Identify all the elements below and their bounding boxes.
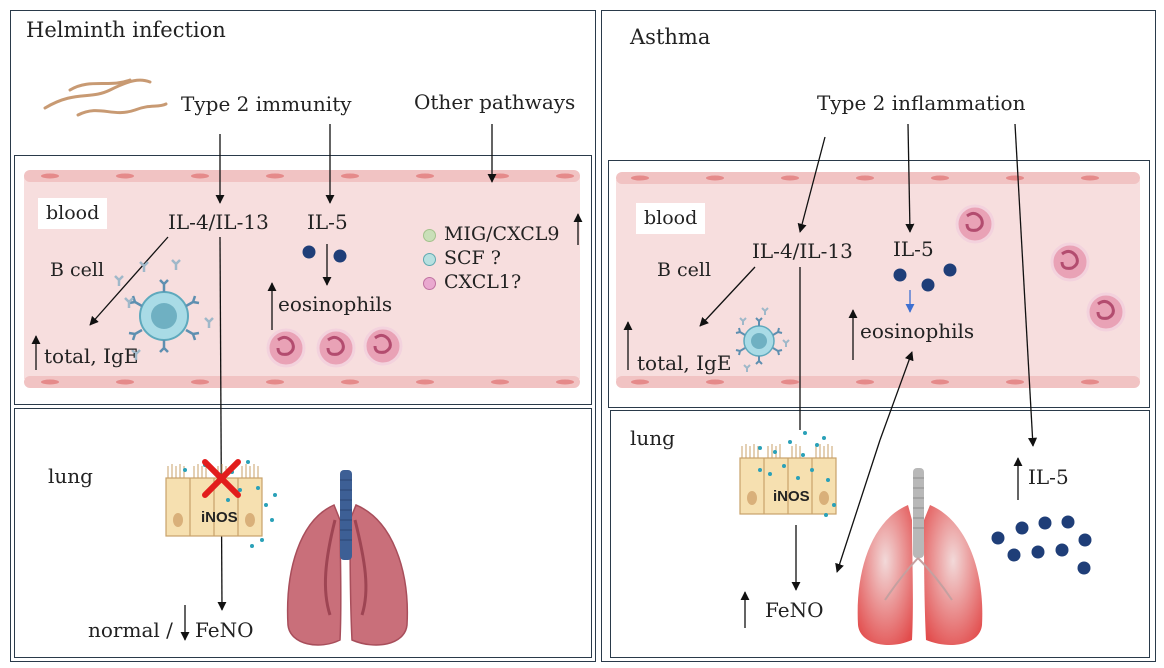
il5-label: IL-5 — [307, 210, 348, 234]
arrow-type2-to-lung-il5 — [1014, 123, 1038, 447]
il5-molecules-right — [893, 263, 957, 292]
other-pathways-label: Other pathways — [414, 90, 576, 114]
feno-label-right: FeNO — [765, 598, 824, 622]
arrow-il4-to-ige — [89, 236, 169, 326]
type2-immunity-label: Type 2 immunity — [181, 92, 352, 116]
epithelium-icon — [165, 460, 277, 548]
right-panel-frame — [601, 10, 1156, 662]
il4-il13-label-right: IL-4/IL-13 — [752, 239, 853, 263]
il5-lung-label: IL-5 — [1028, 465, 1069, 489]
inos-label: iNOS — [201, 509, 238, 526]
eosinophils-label-right: eosinophils — [860, 319, 975, 343]
blood-label: blood — [38, 198, 108, 229]
legend-dot-scf — [423, 253, 436, 266]
arrow-il4-to-feno — [217, 236, 227, 611]
left-blood-frame — [14, 155, 592, 405]
lungs-icon — [286, 470, 409, 646]
feno-label: FeNO — [195, 618, 254, 642]
arrow-eos-to-lung — [835, 439, 881, 573]
il4-il13-label: IL-4/IL-13 — [168, 210, 269, 234]
ige-label-right: total, IgE — [637, 351, 732, 375]
il5-label-right: IL-5 — [893, 237, 934, 261]
right-lung-frame — [610, 410, 1150, 658]
arrow-type2-to-il4-right — [797, 136, 826, 233]
epithelium-icon-right — [739, 431, 837, 517]
legend-label-scf: SCF ? — [444, 247, 501, 269]
arrow-type2-to-il5-right — [905, 123, 915, 233]
legend-label-mig: MIG/CXCL9 — [444, 223, 560, 245]
blood-label-right: blood — [636, 203, 706, 234]
legend-dot-mig — [423, 229, 436, 242]
left-lung-frame — [14, 408, 592, 658]
eosinophils-icon-right — [955, 204, 1126, 332]
right-panel-title: Asthma — [630, 25, 711, 49]
left-panel-title: Helminth infection — [26, 18, 226, 42]
feno-prefix-label: normal / — [88, 618, 173, 642]
right-blood-frame — [608, 160, 1150, 408]
b-cell-icon — [114, 259, 214, 360]
left-panel-frame — [10, 10, 596, 662]
legend-dot-cxcl1 — [423, 277, 436, 290]
b-cell-label: B cell — [50, 259, 105, 281]
helminth-worms-icon — [43, 78, 168, 117]
b-cell-icon-right — [735, 307, 790, 372]
legend-label-cxcl1: CXCL1? — [444, 271, 522, 293]
blocked-x-icon — [202, 459, 241, 498]
inos-label-right: iNOS — [773, 488, 810, 505]
eosinophils-label: eosinophils — [278, 292, 393, 316]
arrow-lung-to-eos — [879, 351, 914, 441]
lung-label-right: lung — [630, 426, 675, 450]
type2-inflammation-label: Type 2 inflammation — [817, 91, 1026, 115]
lungs-icon-right — [857, 468, 983, 645]
b-cell-label-right: B cell — [657, 259, 712, 281]
arrow-il4-to-ige-right — [699, 266, 756, 327]
eosinophils-icon — [266, 326, 403, 368]
il5-molecules-lung — [991, 515, 1092, 575]
ige-label: total, IgE — [44, 344, 139, 368]
il5-molecules — [302, 245, 347, 263]
lung-label: lung — [48, 464, 93, 488]
